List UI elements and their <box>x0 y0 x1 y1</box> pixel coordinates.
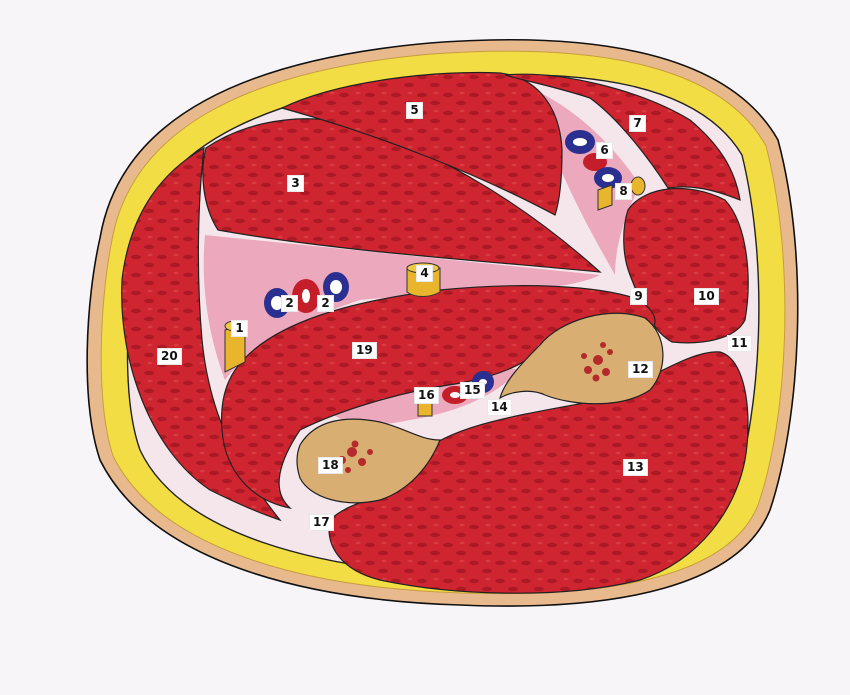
bone-12 <box>499 312 664 405</box>
muscle-5 <box>280 71 563 216</box>
label-3: 3 <box>287 175 304 192</box>
label-14: 14 <box>487 399 512 416</box>
muscle-7 <box>504 73 741 201</box>
label-18: 18 <box>318 457 343 474</box>
label-2a: 2 <box>281 295 298 312</box>
label-6: 6 <box>596 142 613 159</box>
label-2b: 2 <box>317 295 334 312</box>
label-13: 13 <box>623 459 648 476</box>
label-15: 15 <box>460 382 485 399</box>
marrow-12 <box>581 342 613 382</box>
label-9: 9 <box>630 288 647 305</box>
nerve-8 <box>597 176 646 211</box>
label-7: 7 <box>629 115 646 132</box>
label-12: 12 <box>628 361 653 378</box>
bone-18 <box>296 418 441 504</box>
label-10: 10 <box>694 288 719 305</box>
muscle-20 <box>121 146 282 522</box>
label-1: 1 <box>231 320 248 337</box>
label-8: 8 <box>615 183 632 200</box>
label-5: 5 <box>406 102 423 119</box>
label-4: 4 <box>416 265 433 282</box>
muscle-3 <box>202 118 602 273</box>
label-16: 16 <box>414 387 439 404</box>
label-19: 19 <box>352 342 377 359</box>
anterior-compartment-space <box>203 235 601 380</box>
label-17: 17 <box>309 514 334 531</box>
label-11: 11 <box>727 335 752 352</box>
label-20: 20 <box>157 348 182 365</box>
